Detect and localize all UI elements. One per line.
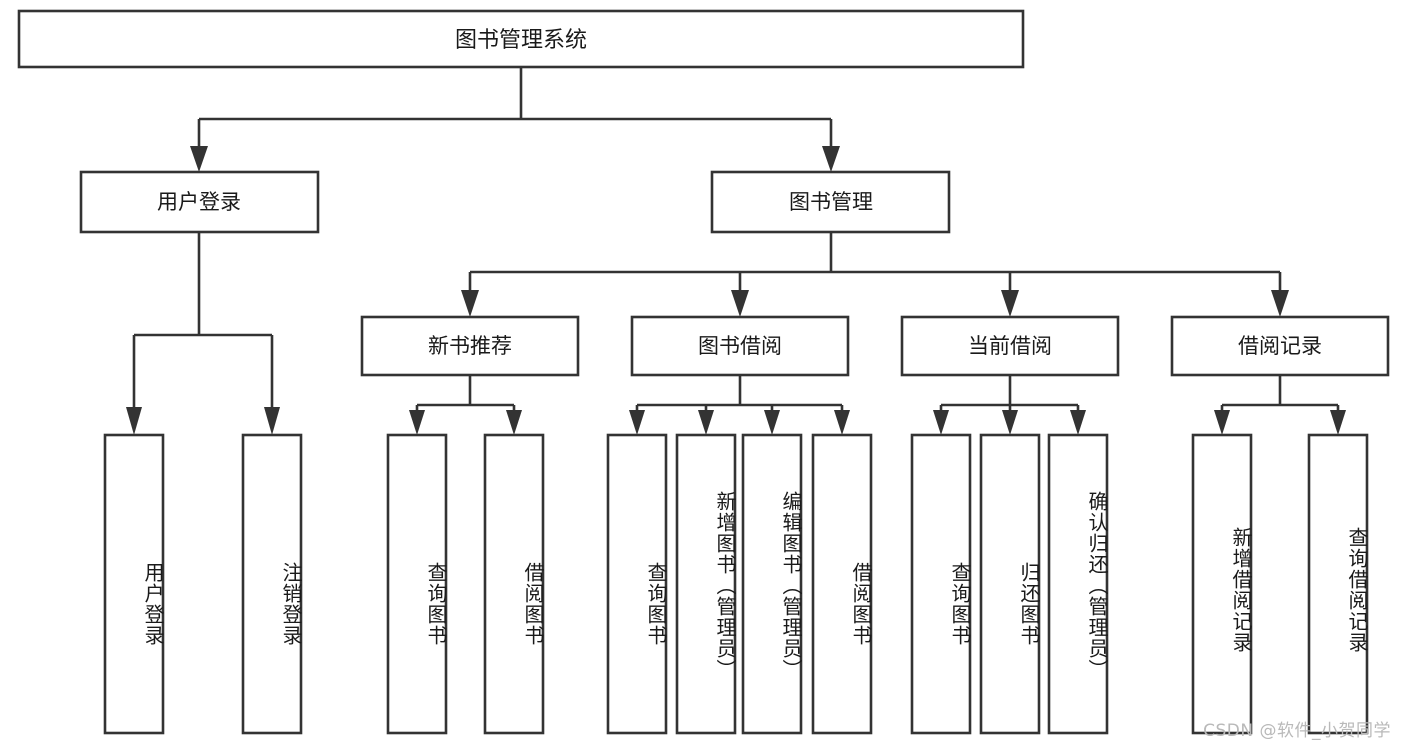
leaf-borrow-1[interactable] [675,433,737,735]
arrow-login-leaf-0 [126,407,142,435]
arrow-records-leaf-1 [1330,410,1346,435]
leaf-login-0[interactable] [103,433,165,735]
node-newbook[interactable] [360,315,580,377]
leaf-borrow-2[interactable] [741,433,803,735]
leaf-login-1[interactable] [241,433,303,735]
edges-layer [126,67,1346,435]
leaf-newbook-0[interactable] [386,433,448,735]
arrow-borrow-leaf-3 [834,410,850,435]
node-records-label: 借阅记录 [1238,334,1322,358]
leaf-borrow-3[interactable] [811,433,873,735]
leaf-records-1[interactable] [1307,433,1369,735]
arrow-borrow-leaf-1 [698,410,714,435]
node-borrow[interactable] [630,315,850,377]
node-records[interactable] [1170,315,1390,377]
arrow-to-newbook [461,290,479,317]
arrow-borrow-leaf-2 [764,410,780,435]
arrow-to-login [190,146,208,172]
leaf-newbook-1[interactable] [483,433,545,735]
node-root-label: 图书管理系统 [455,28,587,53]
leaf-current-2[interactable] [1047,433,1109,735]
csdn-watermark: CSDN @软件_小贺同学 [1203,721,1391,741]
arrow-login-leaf-1 [264,407,280,435]
node-borrow-label: 图书借阅 [698,334,782,358]
arrow-current-leaf-0 [933,410,949,435]
node-current[interactable] [900,315,1120,377]
arrow-to-bookmgmt [822,146,840,172]
leaf-current-0[interactable] [910,433,972,735]
node-login[interactable] [79,170,320,234]
leaf-records-0[interactable] [1191,433,1253,735]
arrow-to-records [1271,290,1289,317]
node-bookmgmt-label: 图书管理 [789,190,873,214]
leaf-current-1[interactable] [979,433,1041,735]
node-newbook-label: 新书推荐 [428,334,512,358]
node-root[interactable] [17,9,1025,69]
arrow-newbook-leaf-0 [409,410,425,435]
node-login-label: 用户登录 [157,190,241,214]
arrow-records-leaf-0 [1214,410,1230,435]
arrow-borrow-leaf-0 [629,410,645,435]
node-bookmgmt[interactable] [710,170,951,234]
arrow-newbook-leaf-1 [506,410,522,435]
arrow-to-current [1001,290,1019,317]
leaf-borrow-0[interactable] [606,433,668,735]
node-current-label: 当前借阅 [968,334,1052,358]
nodes-layer: 图书管理系统 用户登录 图书管理 新书推荐 图书借阅 当前借阅 借阅记录 [17,9,1390,735]
arrow-current-leaf-2 [1070,410,1086,435]
arrow-to-borrow [731,290,749,317]
arrow-current-leaf-1 [1002,410,1018,435]
